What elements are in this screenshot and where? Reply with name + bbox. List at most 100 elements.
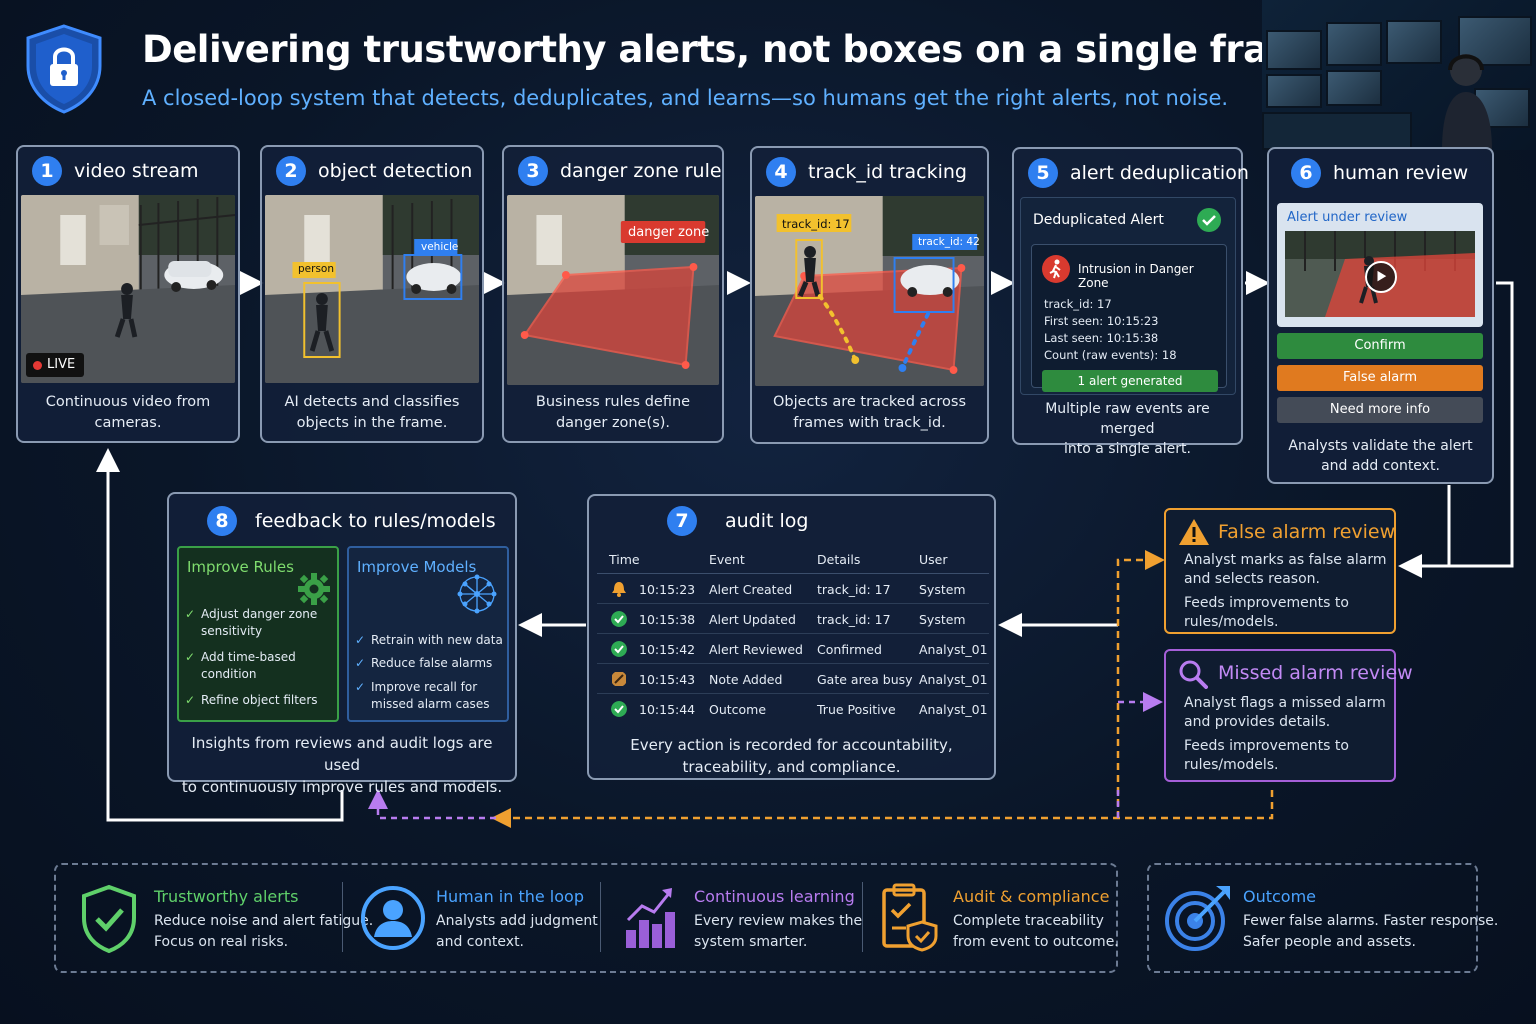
first-seen: First seen: 10:15:23 — [1044, 314, 1159, 328]
model-item: ✓Reduce false alarms — [355, 656, 493, 670]
false-alarm-button[interactable]: False alarm — [1277, 365, 1483, 391]
step-track-id-tracking: 4 track_id tracking track_id: 17 track_id… — [750, 146, 989, 444]
gear-icon — [298, 573, 330, 605]
step-number: 7 — [667, 506, 697, 536]
improve-models-title: Improve Models — [357, 558, 477, 576]
track-id: track_id: 17 — [1044, 297, 1112, 311]
model-item: ✓Retrain with new data — [355, 633, 503, 647]
camera-frame — [755, 196, 984, 386]
benefits-panel — [54, 863, 1118, 973]
step-danger-zone-rule: 3 danger zone rule danger zone Business r… — [502, 145, 724, 443]
step-number: 4 — [766, 157, 796, 187]
growth-chart-icon — [626, 888, 675, 948]
alert-details: Intrusion in Danger Zone track_id: 17 Fi… — [1031, 244, 1227, 392]
need-more-info-button[interactable]: Need more info — [1277, 397, 1483, 423]
step-title: video stream — [74, 160, 199, 182]
play-icon[interactable] — [1365, 261, 1397, 293]
check-icon — [611, 641, 627, 657]
clipboard-check-icon — [882, 883, 938, 952]
divider — [862, 882, 863, 952]
card-title: Missed alarm review — [1218, 662, 1413, 684]
page-title: Delivering trustworthy alerts, not boxes… — [142, 28, 1344, 71]
neural-network-icon — [457, 574, 497, 614]
vehicle-label: vehicle — [421, 241, 459, 253]
track-42-label: track_id: 42 — [918, 236, 980, 248]
panel-title: Deduplicated Alert — [1033, 212, 1164, 228]
card-title: False alarm review — [1218, 521, 1396, 543]
deduplicated-alert-panel: Deduplicated Alert Intrusion in Danger Z… — [1020, 197, 1236, 395]
step-number: 3 — [518, 156, 548, 186]
improve-models-box: Improve Models ✓Retrain with new data ✓R… — [347, 546, 509, 722]
step-description: Every action is recorded for accountabil… — [630, 736, 953, 776]
alert-under-review-panel: Alert under review — [1277, 203, 1483, 327]
camera-frame — [265, 195, 479, 383]
step-alert-deduplication: 5 alert deduplication Deduplicated Alert … — [1012, 147, 1249, 457]
live-label: LIVE — [47, 357, 76, 372]
improve-rules-title: Improve Rules — [187, 558, 294, 576]
step-title: alert deduplication — [1070, 162, 1249, 184]
step-title: feedback to rules/models — [255, 510, 496, 532]
table-header: Time Event Details User — [597, 544, 989, 574]
confirm-button[interactable]: Confirm — [1277, 333, 1483, 359]
page-subtitle: A closed-loop system that detects, dedup… — [142, 86, 1229, 110]
live-badge: LIVE — [26, 353, 84, 377]
step-number: 1 — [32, 156, 62, 186]
step-title: track_id tracking — [808, 161, 967, 183]
alert-generated-badge: 1 alert generated — [1042, 370, 1218, 392]
step-number: 8 — [207, 506, 237, 536]
rule-item: ✓Refine object filters — [185, 693, 318, 707]
magnifier-icon — [1179, 660, 1208, 689]
shield-lock-icon — [26, 24, 102, 114]
record-dot-icon — [33, 361, 42, 370]
false-alarm-review-card: False alarm review Analyst marks as fals… — [1164, 508, 1396, 634]
target-icon — [1165, 886, 1230, 951]
step-title: danger zone rule — [560, 160, 722, 182]
danger-zone-label: danger zone — [628, 225, 710, 240]
check-circle-icon — [1197, 208, 1221, 232]
step-title: human review — [1333, 162, 1469, 184]
step-number: 5 — [1028, 158, 1058, 188]
person-icon — [361, 886, 425, 950]
last-seen: Last seen: 10:15:38 — [1044, 331, 1159, 345]
warning-icon — [1179, 519, 1209, 545]
analyst-person-icon — [1442, 54, 1492, 150]
bell-icon — [612, 582, 626, 597]
track-17-label: track_id: 17 — [782, 217, 850, 231]
outcome-panel — [1147, 863, 1478, 973]
control-room-image — [1262, 0, 1536, 150]
check-icon — [611, 611, 627, 627]
divider — [600, 882, 601, 952]
step-feedback: 8 feedback to rules/models Improve Rules … — [167, 492, 517, 796]
step-number: 2 — [276, 156, 306, 186]
check-icon — [611, 701, 627, 717]
intruder-icon — [1042, 255, 1070, 283]
panel-title: Alert under review — [1287, 210, 1408, 225]
person-label: person — [298, 263, 334, 275]
shield-check-icon — [82, 884, 136, 954]
note-icon — [612, 672, 626, 686]
step-video-stream: 1 video stream LIVE Continuous video from… — [16, 145, 240, 443]
review-video-thumbnail — [1285, 231, 1475, 317]
